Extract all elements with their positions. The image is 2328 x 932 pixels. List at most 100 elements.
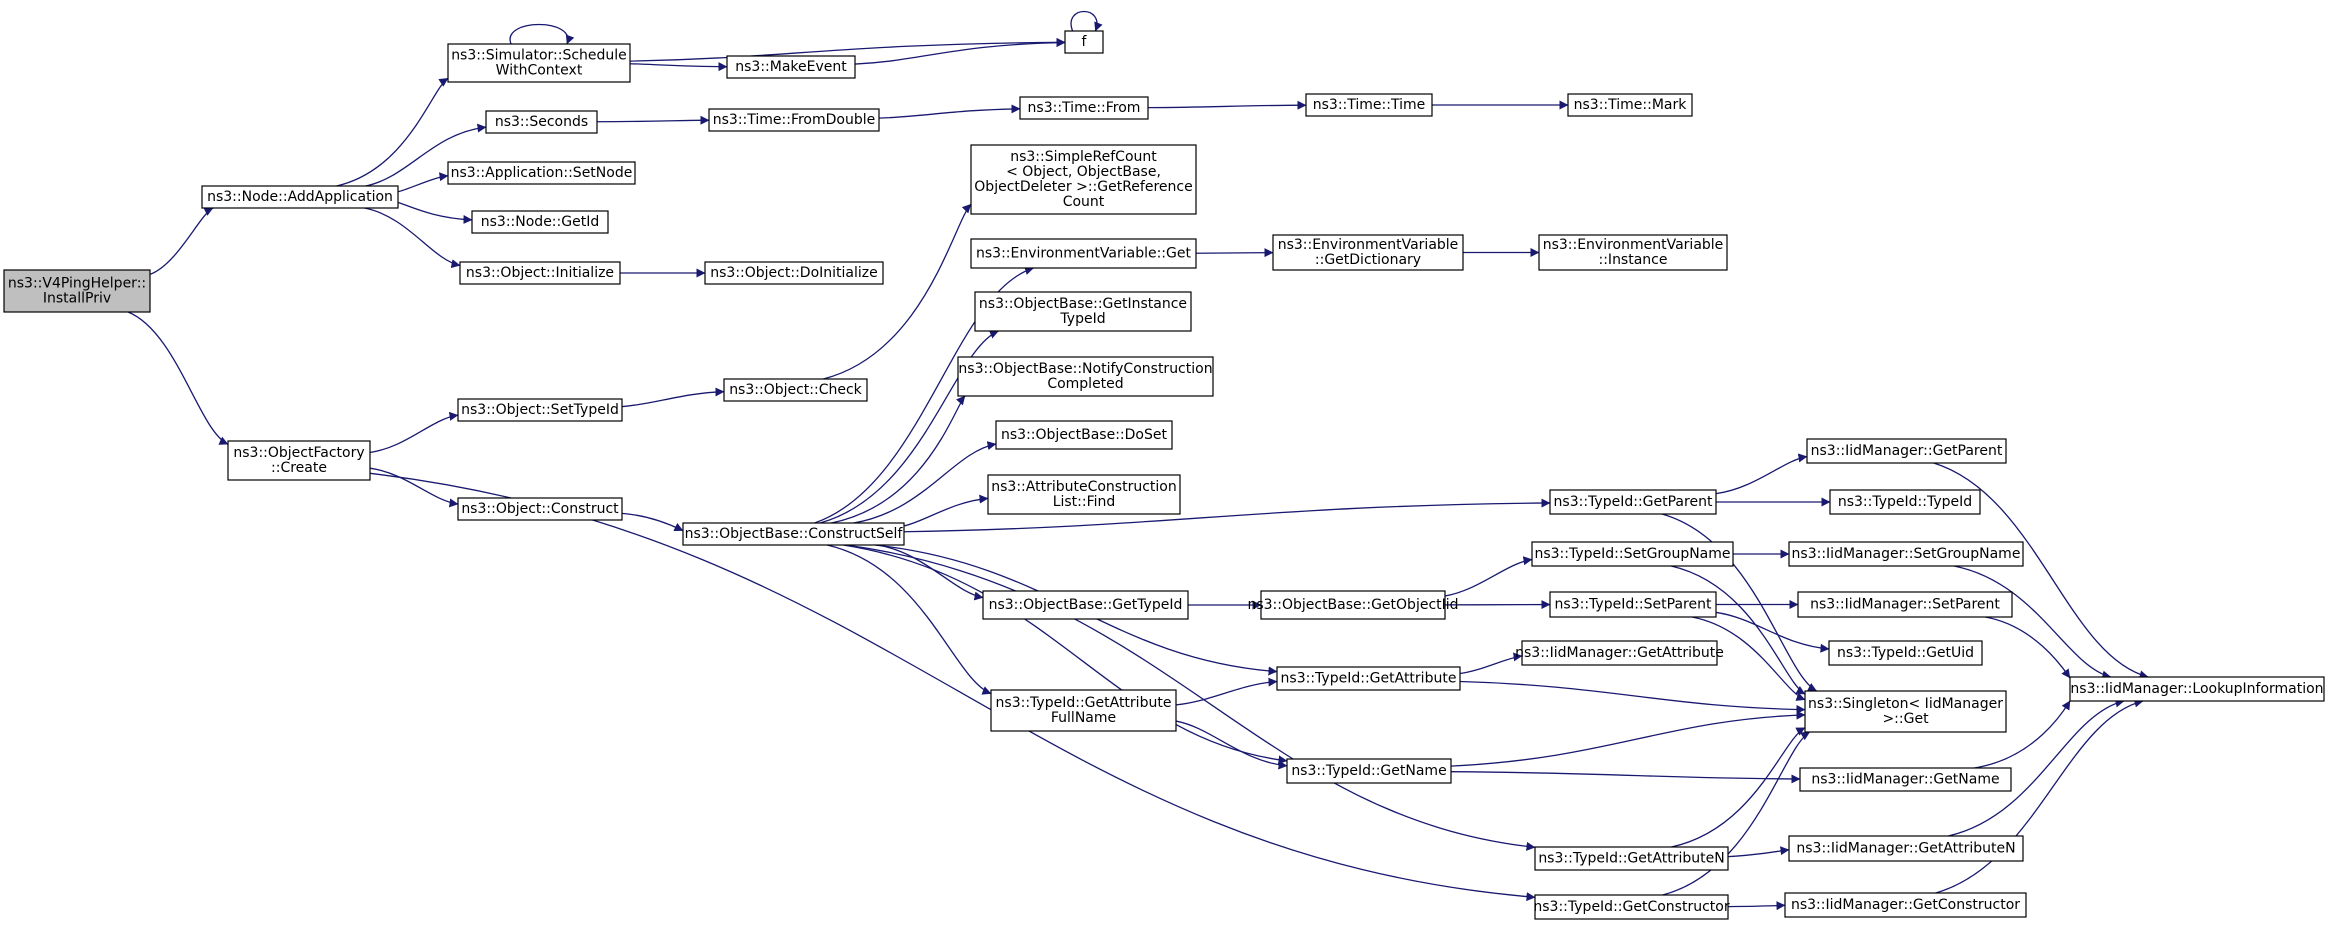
node-addapp[interactable]: ns3::Node::AddApplication [202,186,398,208]
node-label: ns3::IidManager::GetAttributeN [1796,841,2015,857]
node-label: ns3::Seconds [495,114,588,130]
node-envdict[interactable]: ns3::EnvironmentVariable::GetDictionary [1273,235,1463,270]
node-doset[interactable]: ns3::ObjectBase::DoSet [996,421,1172,449]
node-label: ns3::TypeId::GetAttribute [1281,671,1457,687]
edge-schedctx-to-makeevent [630,64,727,67]
node-label: ns3::IidManager::GetAttribute [1515,645,1724,661]
node-doinit[interactable]: ns3::Object::DoInitialize [705,262,883,284]
node-obgettypeid[interactable]: ns3::ObjectBase::GetTypeId [983,591,1188,619]
node-label: ns3::TypeId::GetParent [1554,494,1713,510]
node-makeevent[interactable]: ns3::MakeEvent [727,56,855,78]
node-igetctor[interactable]: ns3::IidManager::GetConstructor [1785,893,2026,917]
node-f[interactable]: f [1065,31,1103,53]
node-label: ns3::Object::Initialize [466,265,614,281]
node-lookup[interactable]: ns3::IidManager::LookupInformation [2070,677,2324,701]
node-notifyconst[interactable]: ns3::ObjectBase::NotifyConstructionCompl… [958,357,1213,396]
edge-settypeid-to-check [622,392,724,407]
node-label: ns3::ObjectBase::NotifyConstruction [958,361,1212,377]
node-label: ns3::TypeId::SetGroupName [1534,546,1730,562]
node-timetime[interactable]: ns3::Time::Time [1306,94,1432,116]
node-label: ns3::EnvironmentVariable [1543,237,1724,253]
node-tgetattrn[interactable]: ns3::TypeId::GetAttributeN [1535,847,1728,870]
node-igetattr[interactable]: ns3::IidManager::GetAttribute [1515,641,1724,665]
edge-constructself-to-getattrfull [827,545,991,694]
node-label: ns3::TypeId::GetUid [1837,645,1974,661]
node-label: ns3::IidManager::GetParent [1811,443,2003,459]
node-label: ns3::ObjectBase::GetTypeId [989,597,1183,613]
edge-constructself-to-notifyconst [831,396,965,523]
edge-tgetparent-to-igetparent [1716,457,1807,494]
node-label: ns3::AttributeConstruction [991,479,1176,495]
node-igetname[interactable]: ns3::IidManager::GetName [1800,768,2011,791]
node-ttypeid[interactable]: ns3::TypeId::TypeId [1830,490,1980,514]
node-label: ns3::Time::Time [1313,97,1425,113]
node-label: ns3::Object::Construct [461,501,619,517]
node-label: ns3::ObjectFactory [233,445,364,461]
node-envget[interactable]: ns3::EnvironmentVariable::Get [971,239,1196,268]
node-root[interactable]: ns3::V4PingHelper::InstallPriv [4,270,150,312]
node-tsetgroup[interactable]: ns3::TypeId::SetGroupName [1532,542,1733,566]
node-timemark[interactable]: ns3::Time::Mark [1568,94,1692,116]
edge-addapp-to-nodegetid [398,202,472,219]
node-isetparent[interactable]: ns3::IidManager::SetParent [1798,592,2012,617]
node-label: ns3::IidManager::GetName [1811,772,1999,788]
node-label: ns3::Node::GetId [481,214,599,230]
node-label: WithContext [496,63,583,79]
node-ofcreate[interactable]: ns3::ObjectFactory::Create [228,441,370,480]
node-timefrom[interactable]: ns3::Time::From [1020,97,1148,119]
node-nodegetid[interactable]: ns3::Node::GetId [472,211,608,233]
node-label: ns3::ObjectBase::GetInstance [979,296,1187,312]
node-label: ns3::EnvironmentVariable::Get [976,246,1191,262]
node-fromdouble[interactable]: ns3::Time::FromDouble [709,109,879,131]
node-settypeid[interactable]: ns3::Object::SetTypeId [458,399,622,421]
node-label: TypeId [1059,311,1105,327]
edge-tsetgroup-to-singleton [1671,566,1805,694]
node-label: ns3::Time::Mark [1574,97,1688,113]
node-envinst[interactable]: ns3::EnvironmentVariable::Instance [1539,235,1727,270]
node-simplerefcount[interactable]: ns3::SimpleRefCount< Object, ObjectBase,… [971,145,1196,214]
node-appsetnode[interactable]: ns3::Application::SetNode [448,162,635,184]
node-tgetuid[interactable]: ns3::TypeId::GetUid [1829,641,1982,665]
node-label: ns3::EnvironmentVariable [1278,237,1459,253]
edge-check-to-simplerefcount [823,204,971,379]
edge-ofcreate-to-settypeid [370,415,458,452]
node-label: ns3::ObjectBase::ConstructSelf [685,526,904,542]
node-tsetparent[interactable]: ns3::TypeId::SetParent [1550,592,1716,617]
edge-tgetattr-to-singleton [1460,682,1805,710]
node-tgetparent[interactable]: ns3::TypeId::GetParent [1550,490,1716,514]
edge-tgetattrn-to-singleton [1671,728,1805,847]
node-label: ns3::Node::AddApplication [207,189,393,205]
edge-tgetname-to-singleton [1451,715,1805,766]
edge-ofcreate-to-construct [370,468,458,504]
node-check[interactable]: ns3::Object::Check [724,379,867,401]
edge-fromdouble-to-timefrom [879,109,1020,118]
edge-f-to-f [1071,12,1097,32]
edge-constructself-to-tgetattrn [846,545,1535,847]
node-label: < Object, ObjectBase, [1006,164,1161,180]
node-singleton[interactable]: ns3::Singleton< IidManager>::Get [1805,691,2006,732]
node-tgetctor[interactable]: ns3::TypeId::GetConstructor [1533,895,1729,919]
node-igetattrn[interactable]: ns3::IidManager::GetAttributeN [1789,836,2023,861]
node-label: ns3::MakeEvent [735,59,847,75]
node-construct[interactable]: ns3::Object::Construct [458,498,622,520]
edge-envget-to-envdict [1196,253,1273,254]
node-label: InstallPriv [43,291,111,307]
node-tgetname[interactable]: ns3::TypeId::GetName [1287,759,1451,783]
edge-root-to-addapp [150,208,213,274]
node-seconds[interactable]: ns3::Seconds [486,111,597,133]
node-isetgroup[interactable]: ns3::IidManager::SetGroupName [1789,542,2023,566]
node-tgetattr[interactable]: ns3::TypeId::GetAttribute [1277,667,1460,690]
edge-constructself-to-doset [853,444,996,523]
node-getobjectiid[interactable]: ns3::ObjectBase::GetObjectIid [1247,591,1458,619]
node-igetparent[interactable]: ns3::IidManager::GetParent [1807,439,2006,463]
node-constructself[interactable]: ns3::ObjectBase::ConstructSelf [683,523,904,545]
node-label: ns3::V4PingHelper:: [8,276,146,292]
edge-tgetctor-to-igetctor [1728,905,1785,906]
node-objinit[interactable]: ns3::Object::Initialize [460,262,620,284]
node-label: ns3::TypeId::GetAttributeN [1538,851,1724,867]
node-label: ns3::Object::SetTypeId [461,402,619,418]
